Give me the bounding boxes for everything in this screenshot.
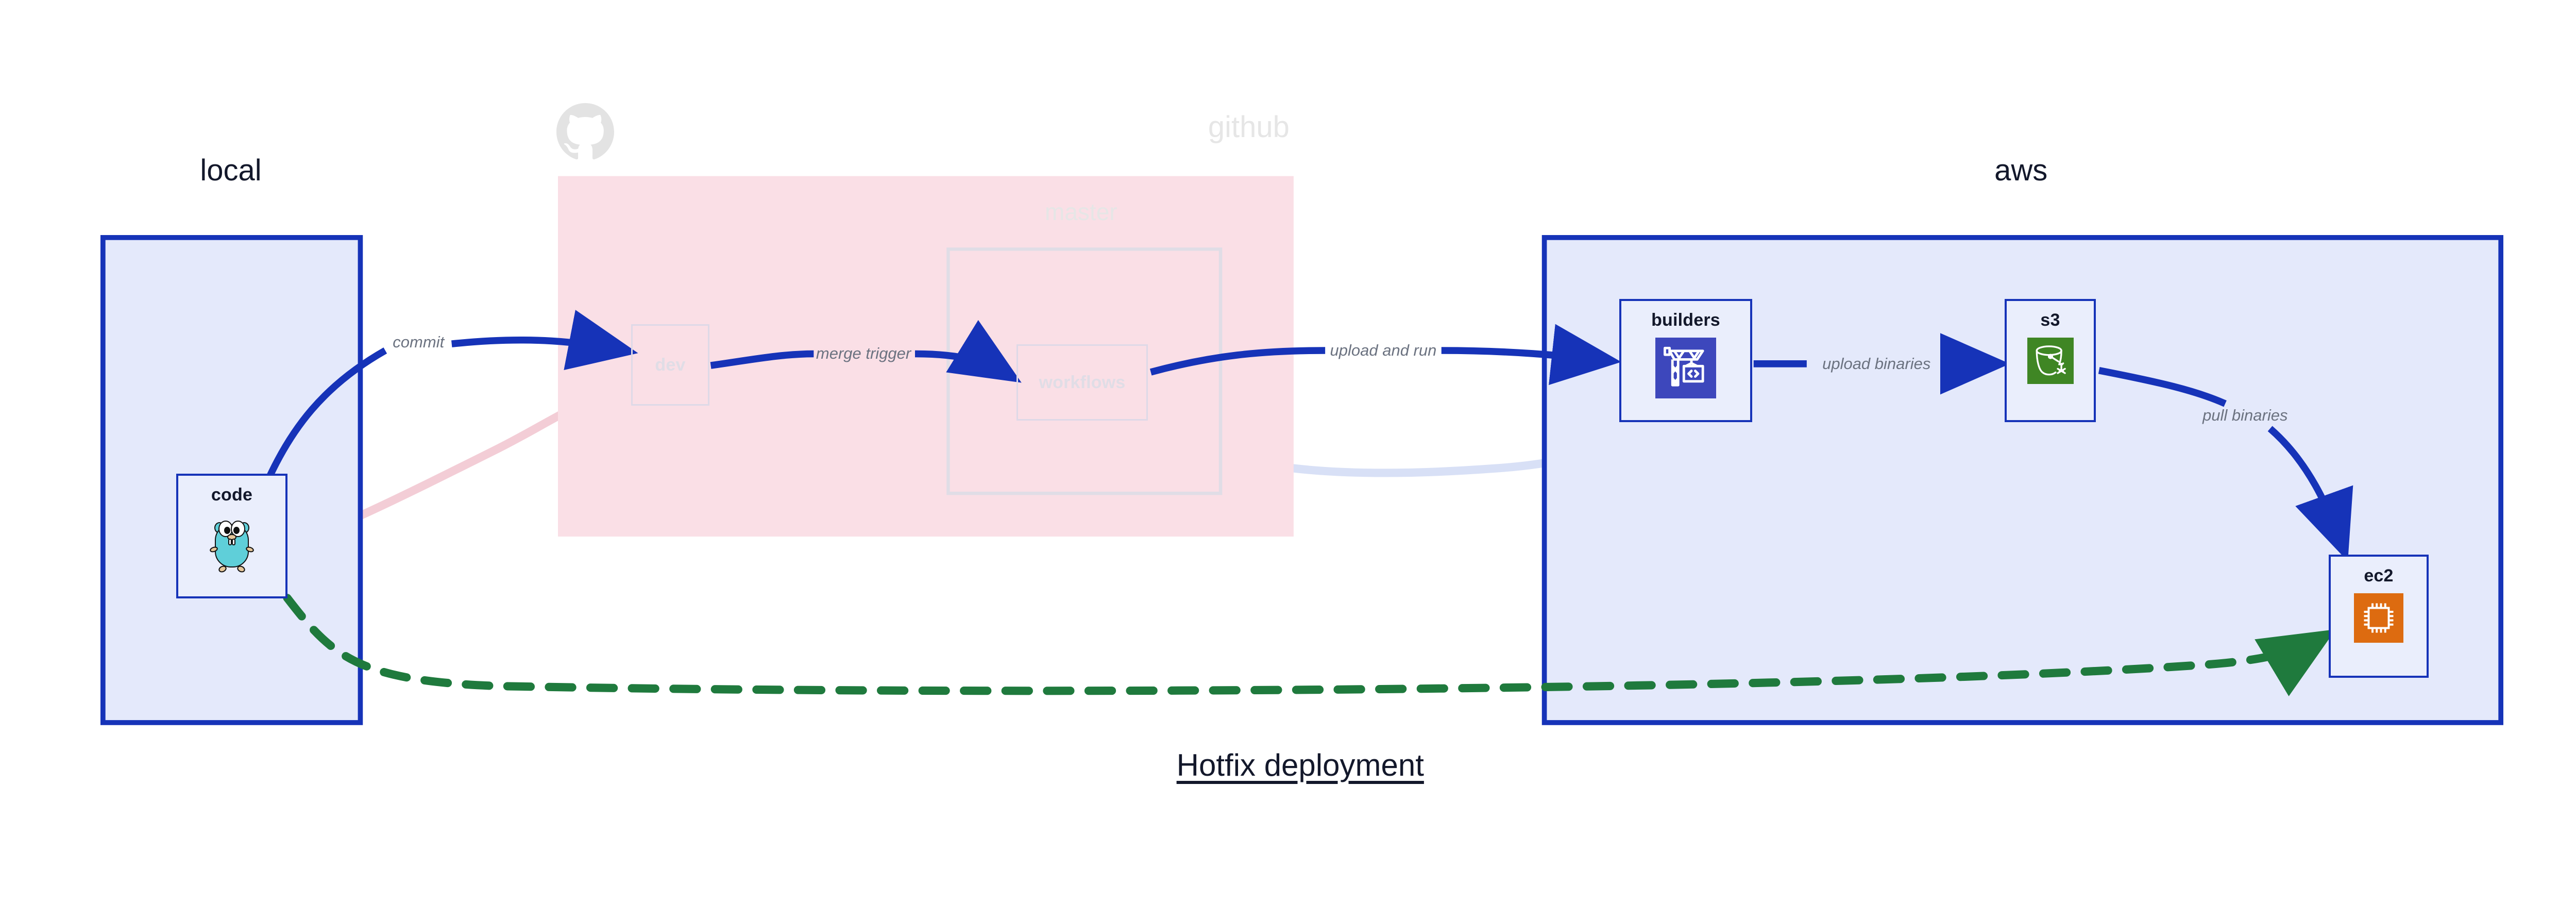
group-label-aws: aws xyxy=(1994,153,2048,187)
github-octocat-icon xyxy=(556,103,614,160)
node-dev-label: dev xyxy=(655,355,686,375)
group-label-local: local xyxy=(200,153,262,187)
node-ec2-label: ec2 xyxy=(2364,566,2394,586)
aws-codebuild-icon xyxy=(1655,338,1716,398)
aws-s3-glacier-icon xyxy=(2027,338,2074,384)
node-builders-label: builders xyxy=(1651,310,1720,330)
edge-label-upload-and-run: upload and run xyxy=(1330,341,1437,360)
node-ec2[interactable]: ec2 xyxy=(2329,555,2429,678)
node-code[interactable]: code xyxy=(176,474,287,598)
node-dev[interactable]: dev xyxy=(631,324,709,406)
edge-label-commit: commit xyxy=(393,332,445,351)
edge-upload-and-run-b xyxy=(1441,324,1621,386)
group-local-rect xyxy=(100,235,363,725)
node-workflows-label: workflows xyxy=(1039,372,1126,392)
edge-hotfix-direct xyxy=(283,594,2336,696)
edge-label-upload-binaries: upload binaries xyxy=(1822,354,1931,373)
edge-merge-trigger-b xyxy=(914,320,1022,383)
node-code-label: code xyxy=(211,485,253,505)
edge-merge-trigger-a xyxy=(710,350,814,369)
edge-pull-binaries-a xyxy=(2098,367,2227,407)
group-label-master: master xyxy=(1045,198,1117,225)
node-s3[interactable]: s3 xyxy=(2005,299,2096,422)
node-s3-label: s3 xyxy=(2040,310,2060,330)
edge-pull-binaries-b xyxy=(2267,426,2353,562)
edge-upload-and-run-a xyxy=(1149,347,1326,376)
edge-commit-b xyxy=(451,310,638,371)
go-gopher-icon xyxy=(208,512,256,573)
aws-ec2-icon xyxy=(2354,593,2403,643)
node-workflows[interactable]: workflows xyxy=(1016,344,1148,421)
edge-commit-a xyxy=(262,347,387,487)
node-builders[interactable]: builders xyxy=(1619,299,1752,422)
group-label-github: github xyxy=(1208,110,1290,144)
diagram-title: Hotfix deployment xyxy=(1176,748,1424,783)
edge-label-merge-trigger: merge trigger xyxy=(816,344,911,363)
edge-label-pull-binaries: pull binaries xyxy=(2202,406,2288,424)
